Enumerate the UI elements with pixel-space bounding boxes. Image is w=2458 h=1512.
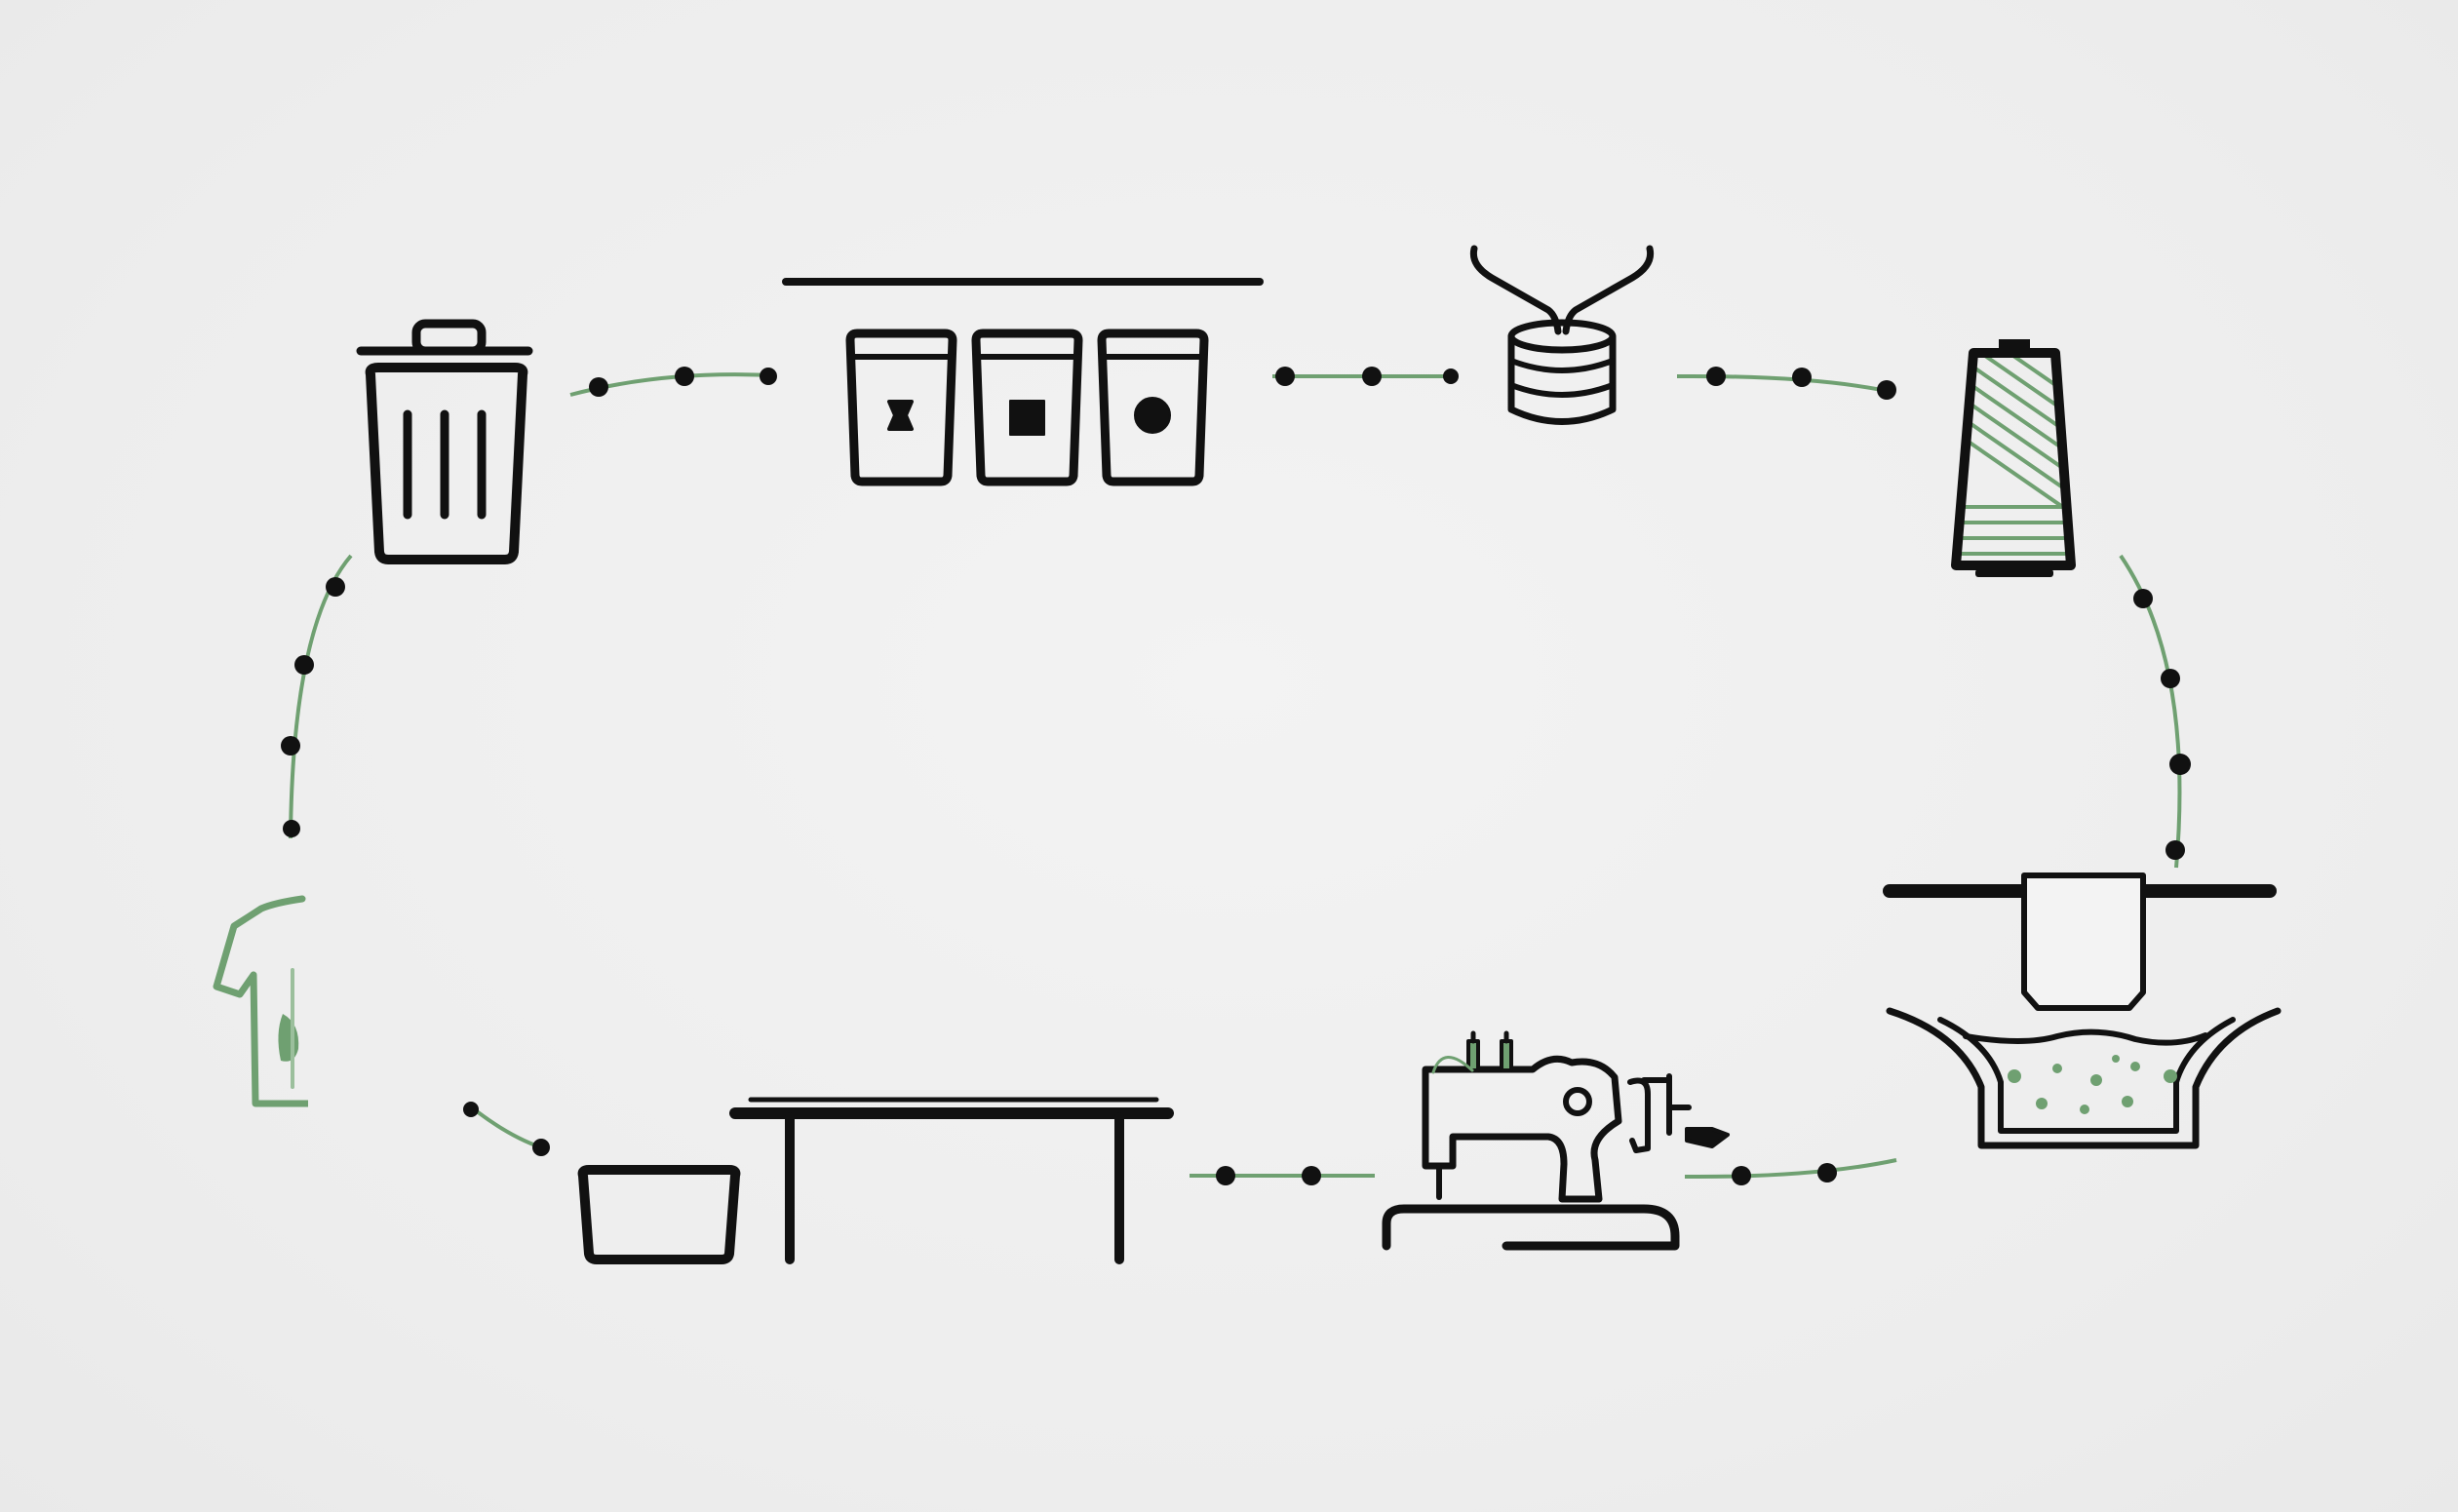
connector-spin-to-dye <box>2119 554 2191 869</box>
trash-bin-icon <box>356 319 533 564</box>
yarn-cone-icon <box>1951 339 2076 577</box>
connector-dye-to-sew <box>1684 1158 1897 1185</box>
dye-vat-icon <box>1883 872 2282 1149</box>
sorting-bins-icon <box>782 278 1264 486</box>
fiber-spool-icon <box>1469 245 1655 425</box>
sorting-bin-3 <box>1097 329 1209 486</box>
connector-shred-to-spin <box>1676 367 1896 400</box>
connector-cut-to-wear <box>463 1102 550 1156</box>
t-shirt-icon <box>213 895 308 1107</box>
cutting-table-icon <box>577 1097 1174 1264</box>
connector-sew-to-cut <box>1190 1166 1375 1185</box>
connector-sort-to-shred <box>1272 367 1459 386</box>
sorting-bin-2 <box>971 329 1083 486</box>
sorting-bin-1 <box>845 329 957 486</box>
sewing-machine-icon <box>1382 1030 1730 1251</box>
connector-wear-to-discard <box>281 554 353 839</box>
connector-discard-to-sort <box>569 367 777 397</box>
